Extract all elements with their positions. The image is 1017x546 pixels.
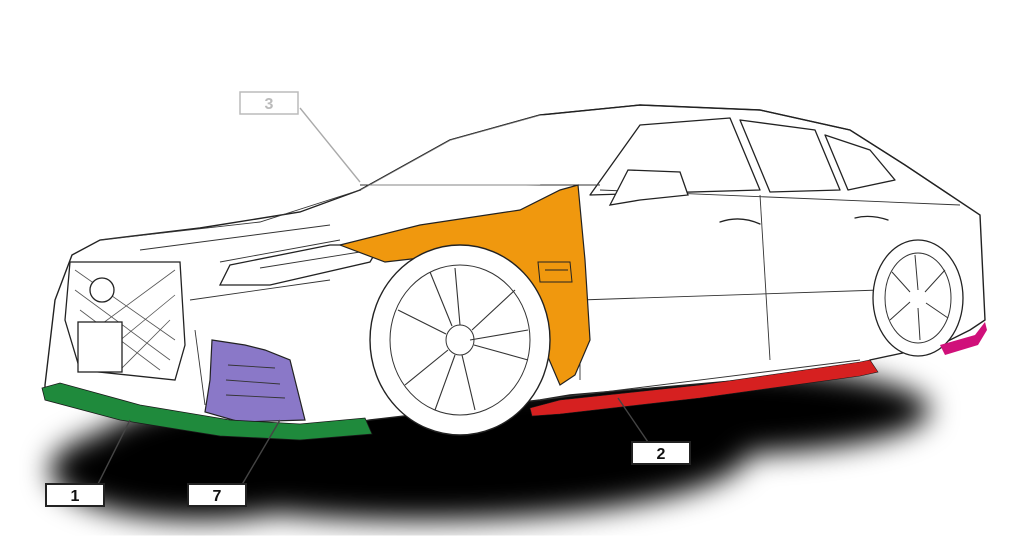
front-lip-part	[41, 382, 373, 441]
callout-7: 7	[187, 483, 247, 507]
callout-2: 2	[631, 441, 691, 465]
leader-lines	[94, 107, 651, 491]
fender-vent	[537, 261, 573, 283]
front-wheel	[369, 244, 551, 436]
callout-label-2: 2	[657, 446, 666, 463]
front-bumper-duct-part	[204, 339, 306, 423]
callout-label-3: 3	[265, 96, 274, 113]
rear-wheel	[872, 239, 964, 357]
callout-1: 1	[45, 483, 105, 507]
side-skirt-part	[529, 359, 879, 417]
duct-fins	[225, 364, 286, 399]
hood-panel	[360, 115, 600, 190]
callout-3: 3	[239, 91, 299, 115]
callout-label-1: 1	[71, 488, 80, 505]
callout-label-7: 7	[213, 488, 222, 505]
rear-skirt-part	[940, 322, 987, 355]
